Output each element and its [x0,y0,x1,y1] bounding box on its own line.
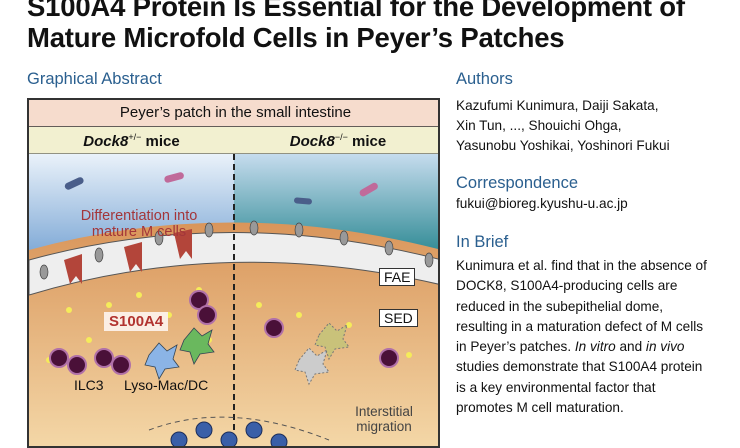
banner-title: Peyer’s patch in the small intestine [119,104,352,121]
graphical-abstract-heading: Graphical Abstract [27,70,162,88]
bacteria [64,172,378,205]
group-label-heterozygous: Dock8+/− mice [83,132,180,150]
banner-band [29,100,438,127]
paper-title-line1: S100A4 Protein Is Essential for the Deve… [27,0,685,22]
correspondence-email[interactable]: fukui@bioreg.kyushu-u.ac.jp [456,196,628,211]
in-brief-heading: In Brief [456,233,509,251]
s100a4-label: S100A4 [104,312,169,331]
graphical-abstract-figure: Peyer’s patch in the small intestine Doc… [27,98,440,448]
lyso-mac-dc-label: Lyso-Mac/DC [124,377,209,393]
in-brief-text: Kunimura et al. find that in the absence… [456,258,707,416]
correspondence-heading: Correspondence [456,174,578,192]
m-cells [64,229,192,284]
group-label-knockout: Dock8−/− mice [289,132,387,150]
authors-heading: Authors [456,70,513,88]
authors-list: Kazufumi Kunimura, Daiji Sakata,Xin Tun,… [456,98,670,153]
sed-label: SED [379,309,418,327]
fae-label: FAE [379,268,416,286]
epithelial-nuclei [39,220,434,280]
paper-title-line2: Mature Microfold Cells in Peyer’s Patche… [27,22,565,53]
ilc3-label: ILC3 [74,377,104,393]
lyso-mac-dc-cell [144,342,180,380]
ilc3-cells [49,290,399,375]
